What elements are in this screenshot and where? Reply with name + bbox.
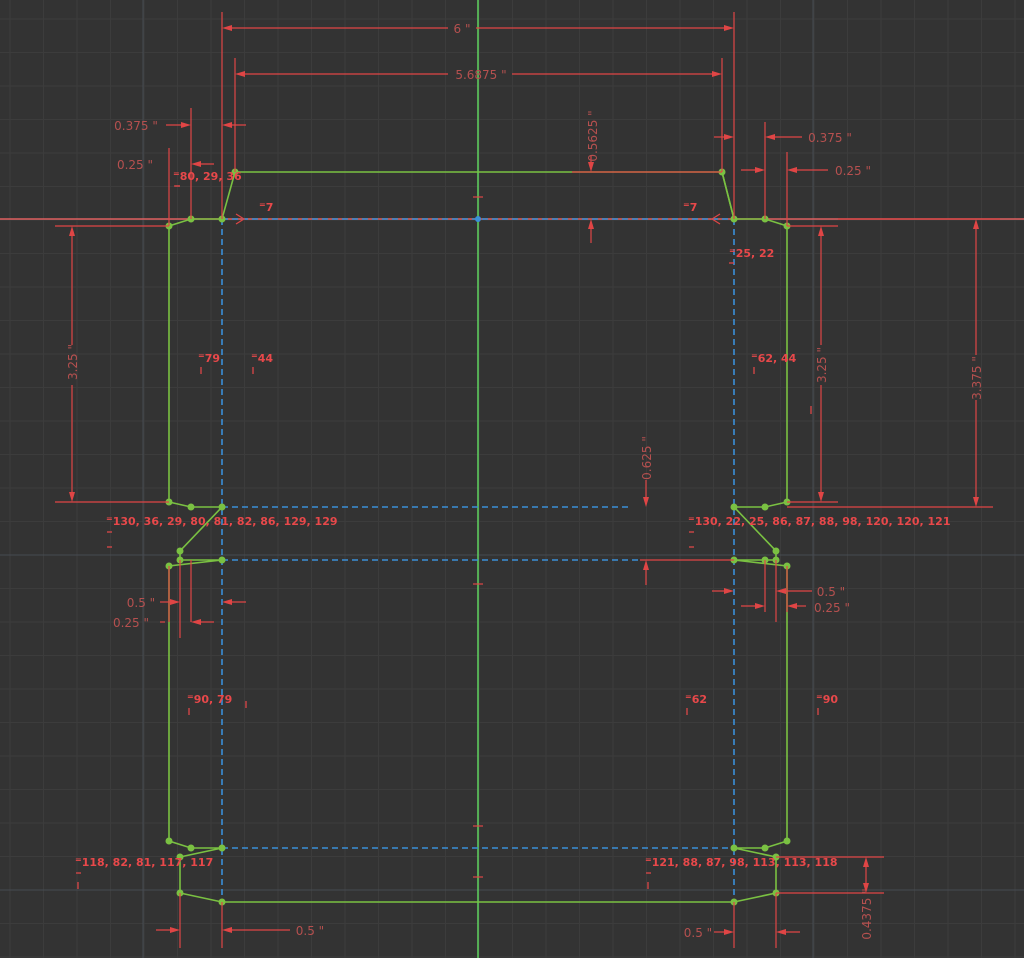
dim-bottom-right-05: 0.5 " xyxy=(684,926,712,940)
dim-inner-width: 5.6875 " xyxy=(455,68,506,82)
constraint-labels[interactable]: =80, 29, 36 =7 =7 =25, 22 =79 =44 =62, 4… xyxy=(75,169,950,869)
dim-left-025: 0.25 " xyxy=(117,158,153,172)
dim-mid-left-05: 0.5 " xyxy=(127,596,155,610)
constraint-25-22: =25, 22 xyxy=(729,246,774,260)
dim-mid-height: 0.625 " xyxy=(640,436,654,480)
dim-top-width: 6 " xyxy=(454,22,471,36)
dimension-labels[interactable]: 6 " 5.6875 " 0.375 " 0.25 " 0.375 " 0.25… xyxy=(66,22,984,940)
constraint-90: =90 xyxy=(816,692,838,706)
dim-left-height: 3.25 " xyxy=(66,344,80,380)
dim-right-025: 0.25 " xyxy=(835,164,871,178)
dim-bottom-height: 0.4375 " xyxy=(860,888,874,939)
dim-right-outer-height: 3.375 " xyxy=(970,356,984,400)
dim-left-0375: 0.375 " xyxy=(114,119,158,133)
constraint-90-79: =90, 79 xyxy=(187,692,232,706)
dim-mid-right-025: 0.25 " xyxy=(814,601,850,615)
constraint-eq7-left: =7 xyxy=(259,200,273,214)
constraint-top-left: =80, 29, 36 xyxy=(173,169,242,183)
dim-mid-left-025: 0.25 " xyxy=(113,616,149,630)
constraint-79: =79 xyxy=(198,351,220,365)
constraint-44: =44 xyxy=(251,351,273,365)
constraint-62-44: =62, 44 xyxy=(751,351,797,365)
constraint-bottom-right: =121, 88, 87, 98, 113, 113, 118 xyxy=(645,855,838,869)
dim-mid-right-05: 0.5 " xyxy=(817,585,845,599)
dimension-lines[interactable] xyxy=(55,12,1000,948)
constraint-mid-right: =130, 22, 25, 86, 87, 88, 98, 120, 120, … xyxy=(688,514,950,528)
dim-right-0375: 0.375 " xyxy=(808,131,852,145)
constraint-bottom-left: =118, 82, 81, 117, 117 xyxy=(75,855,213,869)
dim-right-inner-height: 3.25 " xyxy=(815,347,829,383)
constraint-ticks xyxy=(76,185,819,889)
constraint-eq7-right: =7 xyxy=(683,200,697,214)
constraint-62: =62 xyxy=(685,692,707,706)
dim-bottom-left-05: 0.5 " xyxy=(296,924,324,938)
constraint-mid-left: =130, 36, 29, 80, 81, 82, 86, 129, 129 xyxy=(106,514,338,528)
dim-top-height: 0.5625 " xyxy=(586,110,600,161)
